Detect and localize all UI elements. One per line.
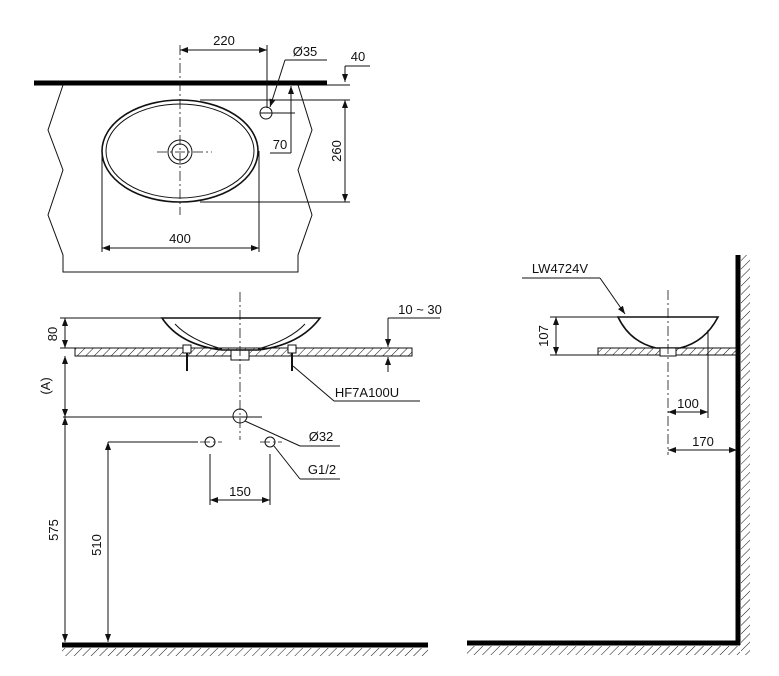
model-label: LW4724V	[532, 261, 588, 276]
dim-faucet-from-edge: 70	[273, 137, 287, 152]
dim-a: (A)	[38, 377, 53, 394]
fixing-bolt-icon	[182, 344, 297, 371]
dim-basin-depth: 260	[329, 140, 344, 162]
dim-side-height: 107	[536, 325, 551, 347]
dim-supply-spacing: 150	[229, 484, 251, 499]
dim-drain: Ø32	[309, 429, 334, 444]
basin-side	[616, 316, 720, 349]
countertop-outline	[47, 84, 313, 273]
part-fixing-kit: HF7A100U	[335, 385, 399, 400]
dim-center-to-edge: 100	[677, 396, 699, 411]
basin-outline	[101, 99, 259, 203]
dim-faucet-offset: 220	[213, 33, 235, 48]
dim-drain-height: 575	[46, 519, 61, 541]
dim-supply: G1/2	[308, 462, 336, 477]
front-view: 80 (A) 10 ~ 30 HF7A100U Ø32 G1/2 150 575…	[38, 292, 442, 656]
dim-supply-height: 510	[89, 534, 104, 556]
top-view: 220 Ø35 40 70 260 400	[34, 33, 370, 273]
basin-section	[160, 317, 322, 351]
dim-center-to-wall: 170	[692, 434, 714, 449]
dim-faucet-hole: Ø35	[293, 44, 318, 59]
dim-basin-width: 400	[169, 231, 191, 246]
side-view: LW4724V 107 100 170	[467, 255, 750, 655]
dim-counter-thickness: 40	[351, 49, 365, 64]
drain-outlet-icon	[232, 408, 248, 424]
dim-basin-height: 80	[45, 327, 60, 341]
dim-counter-range: 10 ~ 30	[398, 302, 442, 317]
